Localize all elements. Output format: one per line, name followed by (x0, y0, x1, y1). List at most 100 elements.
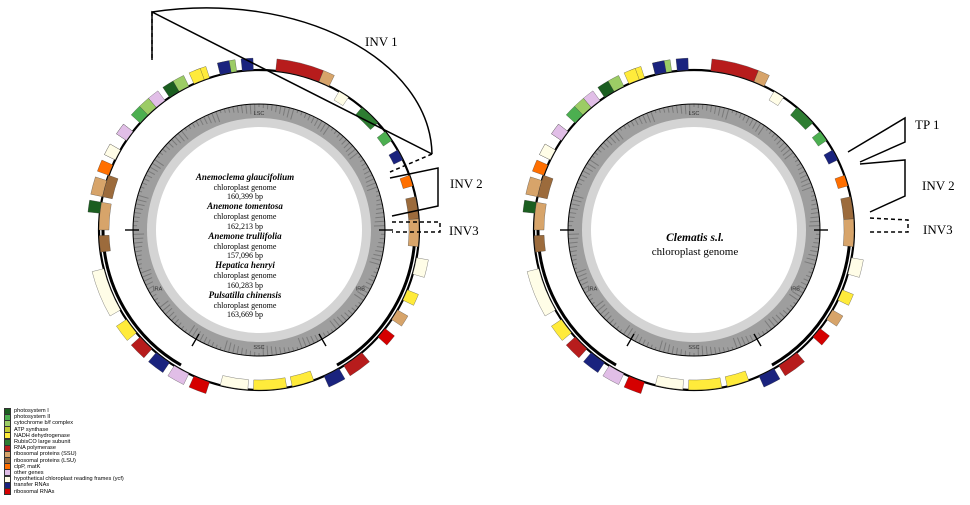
right-gene-block (676, 58, 688, 71)
left-gc-tick (133, 238, 143, 239)
left-gene-block (403, 290, 419, 305)
species-block: Hepatica henryi chloroplast genome 160,2… (150, 260, 340, 289)
left-map-center-text: Anemoclema glaucifolium chloroplast geno… (150, 172, 340, 319)
inv2-bracket (860, 160, 905, 212)
legend-label: ribosomal proteins (SSU) (14, 451, 77, 457)
left-gene-block (378, 329, 395, 346)
left-gene-block (104, 144, 120, 160)
species-subtitle: chloroplast genome (150, 301, 340, 310)
right-gene-block (537, 175, 553, 199)
right-gene-block (624, 376, 645, 393)
left-gene-block (99, 235, 110, 252)
right-gc-tick (702, 346, 703, 356)
legend-item: ribosomal RNAs (4, 488, 164, 494)
right-gene-block (652, 61, 666, 75)
right-gc-tick (810, 221, 820, 222)
left-gc-tick (378, 243, 384, 244)
inv3-label: INV3 (923, 222, 953, 238)
right-gene-block (603, 366, 624, 385)
species-subtitle: chloroplast genome (150, 183, 340, 192)
species-name: Pulsatilla chinensis (150, 290, 340, 301)
species-block: Anemone trullifolia chloroplast genome 1… (150, 231, 340, 260)
right-gc-tick (569, 217, 575, 218)
legend-label: ribosomal RNAs (14, 489, 54, 495)
species-subtitle: chloroplast genome (625, 246, 765, 259)
right-gene-block (551, 124, 568, 140)
left-gene-block (116, 124, 133, 140)
inv1-label: INV 1 (365, 34, 398, 50)
right-region-label-irb: IRB (791, 287, 801, 293)
legend-label: cytochrome b/f complex (14, 420, 73, 426)
tp1-label: TP 1 (915, 117, 939, 133)
right-gc-tick (685, 104, 686, 114)
right-center-disc (591, 127, 797, 333)
inv3-bracket (870, 218, 908, 232)
left-gene-block (392, 310, 408, 326)
right-gc-tick (813, 243, 819, 244)
left-gc-tick (250, 104, 251, 114)
species-block: Anemoclema glaucifolium chloroplast geno… (150, 172, 340, 201)
right-region-label-ssc: SSC (688, 345, 699, 351)
right-gene-block (539, 144, 555, 160)
species-size: 157,096 bp (150, 251, 340, 260)
inv2-label: INV 2 (922, 178, 955, 194)
left-gene-block (290, 371, 314, 387)
inv3-label: INV3 (449, 223, 479, 239)
left-gene-block (102, 175, 118, 199)
species-size: 160,283 bp (150, 281, 340, 290)
right-gene-block (813, 329, 830, 346)
species-name: Clematis s.l. (625, 232, 765, 246)
left-region-label-irb: IRB (356, 287, 366, 293)
gene-legend: photosystem I photosystem II cytochrome … (4, 408, 164, 495)
right-region-label-lsc: LSC (689, 111, 700, 117)
left-gene-block (220, 376, 248, 390)
right-map-center-text: Clematis s.l. chloroplast genome (625, 232, 765, 259)
left-gene-block (324, 369, 345, 388)
right-gc-tick (681, 349, 682, 355)
right-gc-tick (707, 105, 708, 111)
legend-label: NADH dehydrogenase (14, 433, 70, 439)
right-gene-block (843, 219, 854, 247)
species-subtitle: chloroplast genome (150, 271, 340, 280)
species-name: Anemone tomentosa (150, 201, 340, 212)
inv2-label: INV 2 (450, 176, 483, 192)
legend-label: ribosomal proteins (LSU) (14, 458, 76, 464)
legend-label: hypothetical chloroplast reading frames … (14, 476, 124, 482)
legend-label: photosystem I (14, 408, 49, 414)
species-block: Pulsatilla chinensis chloroplast genome … (150, 290, 340, 319)
species-size: 162,213 bp (150, 222, 340, 231)
legend-label: ATP synthase (14, 427, 48, 433)
species-name: Hepatica henryi (150, 260, 340, 271)
legend-label: transfer RNAs (14, 482, 49, 488)
left-region-label-lsc: LSC (254, 111, 265, 117)
left-gene-block (334, 91, 348, 105)
species-subtitle: chloroplast genome (150, 242, 340, 251)
left-gc-tick (246, 349, 247, 355)
left-gene-block (88, 200, 101, 213)
right-gene-block (769, 91, 783, 105)
right-gc-tick (568, 238, 578, 239)
right-gene-block (655, 376, 683, 390)
left-gene-block (377, 131, 391, 146)
legend-label: other genes (14, 470, 44, 476)
tp1-bracket (848, 118, 905, 162)
left-gene-block (168, 366, 189, 385)
right-gene-block (534, 235, 545, 252)
left-gene-block (217, 61, 231, 75)
legend-label: RubisCO large subunit (14, 439, 70, 445)
right-region-label-ira: IRA (588, 287, 598, 293)
species-block: Anemone tomentosa chloroplast genome 162… (150, 201, 340, 230)
legend-swatch (4, 488, 11, 495)
right-gene-block (812, 131, 826, 146)
left-gc-tick (267, 346, 268, 356)
left-gc-tick (134, 217, 140, 218)
right-gene-block (759, 369, 780, 388)
species-name: Anemone trullifolia (150, 231, 340, 242)
legend-label: RNA polymerase (14, 445, 56, 451)
species-name: Anemoclema glaucifolium (150, 172, 340, 183)
right-gene-block (827, 310, 843, 326)
right-gene-block (534, 202, 546, 230)
right-gene-block (725, 371, 749, 387)
species-subtitle: chloroplast genome (150, 212, 340, 221)
right-gene-block (688, 378, 721, 390)
